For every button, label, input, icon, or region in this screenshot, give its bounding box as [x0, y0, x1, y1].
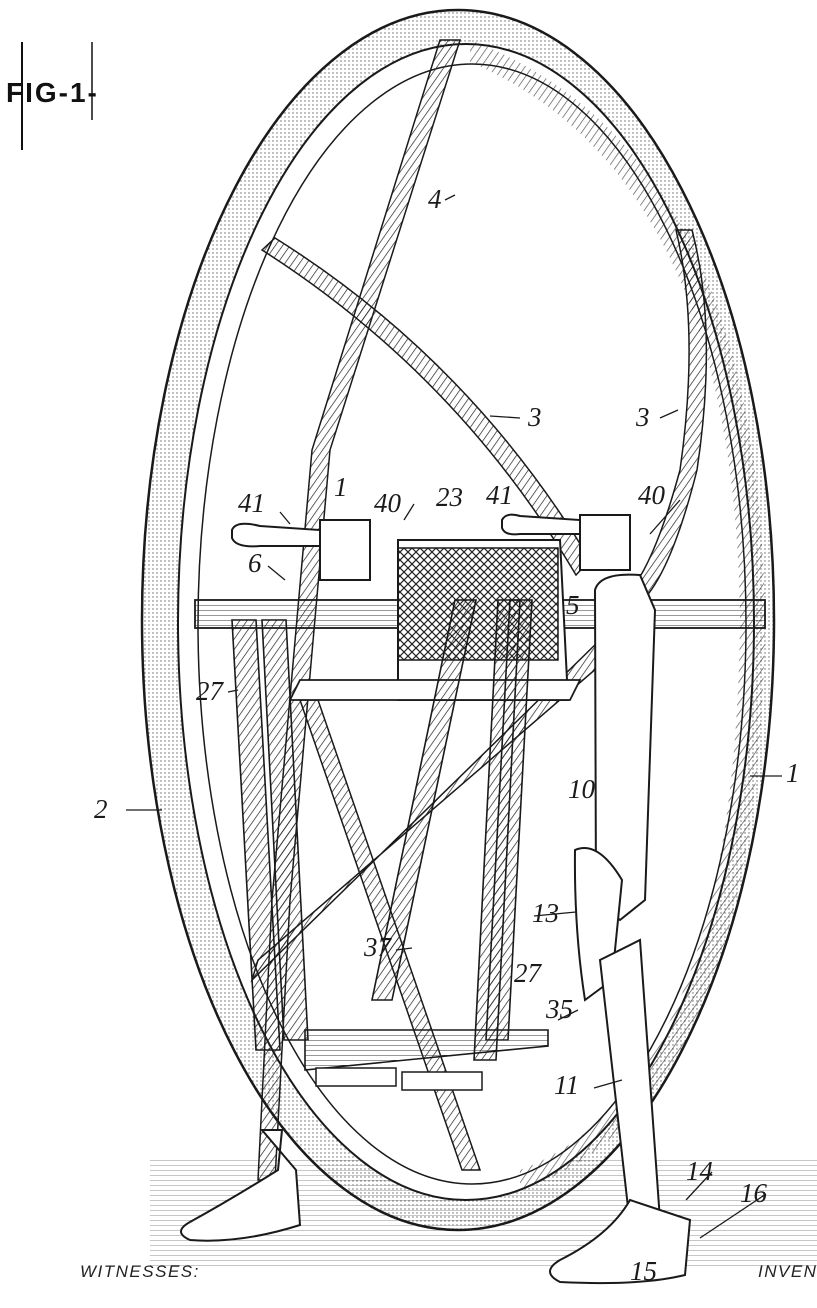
witnesses-caption: WITNESSES:	[80, 1262, 200, 1281]
numeral-11: 11	[554, 1070, 579, 1100]
left-foot	[180, 1129, 302, 1242]
numeral-16: 16	[740, 1178, 768, 1208]
figure-label-text: FIG-1-	[6, 77, 99, 108]
numeral-41-right: 41	[486, 480, 513, 510]
numeral-1-top: 1	[334, 472, 348, 502]
numeral-1-right: 1	[786, 758, 800, 788]
numeral-41-left: 41	[238, 488, 265, 518]
right-leg	[549, 573, 692, 1285]
frame-links	[231, 599, 533, 1061]
handles	[231, 513, 631, 581]
reference-numerals: 4 3 3 41 1 40 23 41 40 6 5 27 1 2 10 13 …	[94, 184, 800, 1286]
numeral-14: 14	[686, 1156, 713, 1186]
foot-platform	[304, 1029, 549, 1091]
numeral-23: 23	[436, 482, 463, 512]
numeral-2: 2	[94, 794, 108, 824]
numeral-3-center: 3	[527, 402, 542, 432]
numeral-4: 4	[428, 184, 442, 214]
numeral-15: 15	[630, 1256, 657, 1286]
numeral-40-left: 40	[374, 488, 402, 518]
numeral-27-left: 27	[196, 676, 225, 706]
leader-lines	[126, 194, 782, 1239]
numeral-37: 37	[363, 932, 393, 962]
numeral-3-right: 3	[635, 402, 650, 432]
numeral-6: 6	[248, 548, 262, 578]
numeral-13: 13	[532, 898, 559, 928]
numeral-10: 10	[568, 774, 596, 804]
figure-label: FIG-1-	[6, 42, 99, 150]
numeral-40-right: 40	[638, 480, 666, 510]
numeral-27-lower: 27	[514, 958, 543, 988]
numeral-5: 5	[566, 590, 580, 620]
inventor-caption: INVEN	[758, 1262, 817, 1281]
